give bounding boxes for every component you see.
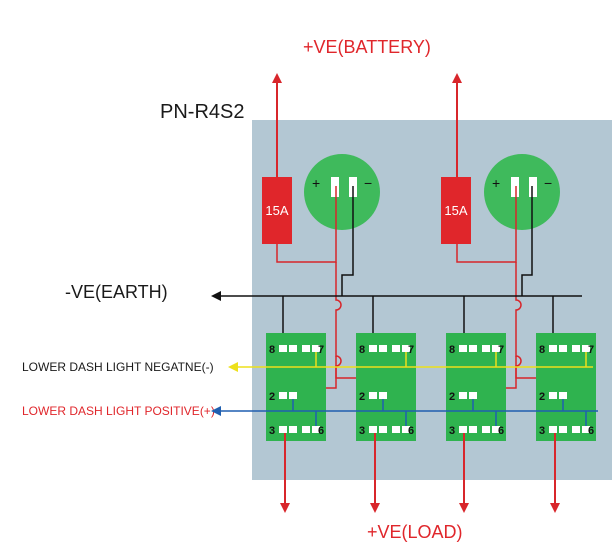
pin-8: 8 — [539, 344, 545, 356]
pin-2: 2 — [449, 391, 455, 403]
pin-7: 7 — [408, 344, 414, 356]
breaker-1-minus: − — [364, 175, 372, 191]
fuse-1: 15A — [262, 177, 292, 244]
pin-6: 6 — [318, 425, 324, 437]
pin-8: 8 — [359, 344, 365, 356]
earth-label: -VE(EARTH) — [65, 282, 168, 302]
pin-2: 2 — [269, 391, 275, 403]
pin-3: 3 — [539, 425, 545, 437]
pin-6: 6 — [408, 425, 414, 437]
pin-labels-switch-3: 8 7 2 3 6 — [449, 344, 504, 437]
fuse-2: 15A — [441, 177, 471, 244]
red-wires — [276, 186, 559, 397]
pin-3: 3 — [269, 425, 275, 437]
switch-pads — [279, 345, 590, 433]
pin-8: 8 — [269, 344, 275, 356]
breaker-2-minus: − — [544, 175, 552, 191]
load-label: +VE(LOAD) — [367, 522, 463, 542]
battery-label: +VE(BATTERY) — [303, 37, 431, 57]
pin-7: 7 — [498, 344, 504, 356]
pin-6: 6 — [588, 425, 594, 437]
pin-2: 2 — [539, 391, 545, 403]
pin-labels-switch-2: 8 7 2 3 6 — [359, 344, 414, 437]
pin-2: 2 — [359, 391, 365, 403]
breaker-2-plus: + — [492, 175, 500, 191]
pin-labels-switch-4: 8 7 2 3 6 — [539, 344, 594, 437]
dash-negative-wire — [228, 352, 593, 372]
pin-8: 8 — [449, 344, 455, 356]
pin-7: 7 — [318, 344, 324, 356]
pin-3: 3 — [449, 425, 455, 437]
pin-7: 7 — [588, 344, 594, 356]
pin-3: 3 — [359, 425, 365, 437]
pin-6: 6 — [498, 425, 504, 437]
fuse-2-label: 15A — [444, 203, 467, 218]
load-arrows — [280, 433, 560, 513]
dash-positive-wire — [211, 399, 598, 426]
model-label: PN-R4S2 — [160, 101, 244, 123]
breaker-2: + − — [484, 154, 560, 230]
fuse-1-label: 15A — [265, 203, 288, 218]
dash-positive-label: LOWER DASH LIGHT POSITIVE(+) — [22, 404, 215, 418]
pin-labels-switch-1: 8 7 2 3 6 — [269, 344, 324, 437]
dash-negative-label: LOWER DASH LIGHT NEGATNE(-) — [22, 360, 214, 374]
breaker-1-plus: + — [312, 175, 320, 191]
breaker-1: + − — [304, 154, 380, 230]
